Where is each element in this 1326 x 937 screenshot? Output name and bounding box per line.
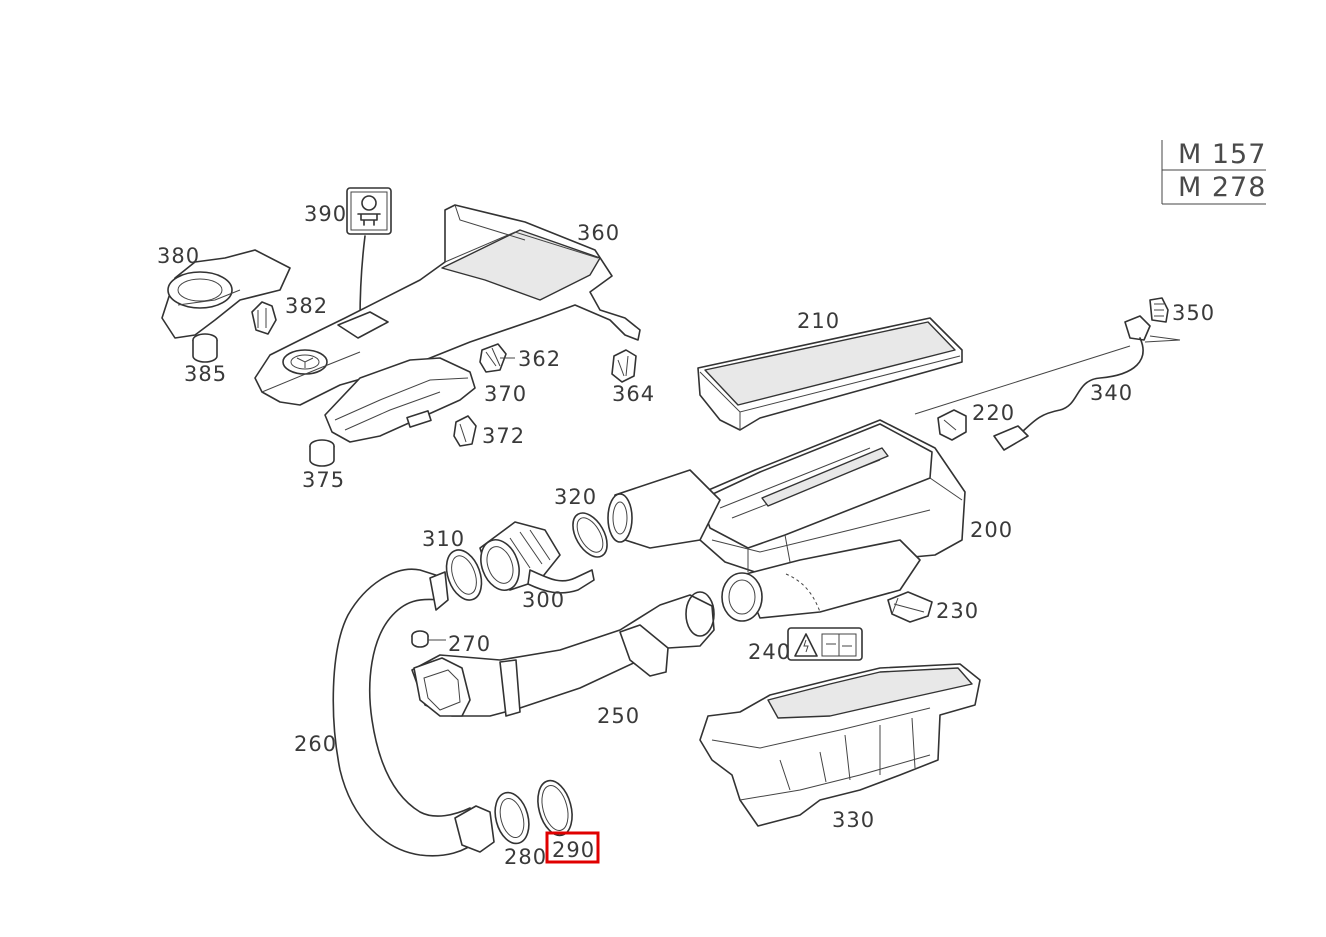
label-220[interactable]: 220: [972, 401, 1015, 425]
label-360[interactable]: 360: [577, 221, 620, 245]
part-362-clip[interactable]: [479, 343, 515, 373]
part-210-air-filter[interactable]: [697, 317, 963, 431]
label-240[interactable]: 240: [748, 640, 791, 664]
label-362[interactable]: 362: [518, 347, 561, 371]
label-385[interactable]: 385: [184, 362, 227, 386]
label-210[interactable]: 210: [797, 309, 840, 333]
label-372[interactable]: 372: [482, 424, 525, 448]
part-270-screw[interactable]: [411, 630, 446, 648]
part-360-engine-cover[interactable]: [254, 204, 641, 406]
part-330-lower-cover[interactable]: [699, 663, 981, 827]
label-310[interactable]: 310: [422, 527, 465, 551]
part-382-clip[interactable]: [251, 301, 277, 335]
label-270[interactable]: 270: [448, 632, 491, 656]
part-260-air-hose[interactable]: [332, 568, 495, 857]
label-200[interactable]: 200: [970, 518, 1013, 542]
part-370-intake-cover[interactable]: [324, 357, 476, 443]
label-364[interactable]: 364: [612, 382, 655, 406]
part-372-clip[interactable]: [453, 415, 477, 447]
label-390[interactable]: 390: [304, 202, 347, 226]
model-line-1: M 157: [1178, 139, 1266, 170]
label-250[interactable]: 250: [597, 704, 640, 728]
part-labels: 390 360 380 382 385 362 370 364 372 375 …: [157, 202, 1215, 869]
label-290[interactable]: 290: [552, 838, 595, 862]
part-250-intake-duct[interactable]: [411, 591, 715, 717]
highlight-box-290: [545, 831, 600, 864]
label-340[interactable]: 340: [1090, 381, 1133, 405]
label-260[interactable]: 260: [294, 732, 337, 756]
label-280[interactable]: 280: [504, 845, 547, 869]
part-385-grommet[interactable]: [192, 333, 218, 363]
part-220-sensor[interactable]: [937, 409, 967, 441]
model-box: M 157 M 278: [1161, 139, 1266, 205]
label-382[interactable]: 382: [285, 294, 328, 318]
part-375-grommet[interactable]: [309, 439, 335, 467]
label-230[interactable]: 230: [936, 599, 979, 623]
part-340-wiring-harness[interactable]: [914, 315, 1181, 451]
label-320[interactable]: 320: [554, 485, 597, 509]
part-364-clip[interactable]: [611, 349, 637, 383]
label-350[interactable]: 350: [1172, 301, 1215, 325]
part-310-hose-clamp[interactable]: [440, 545, 488, 605]
part-240-warning-sticker[interactable]: [787, 627, 863, 661]
part-350-connector[interactable]: [1149, 297, 1169, 323]
label-300[interactable]: 300: [522, 588, 565, 612]
label-330[interactable]: 330: [832, 808, 875, 832]
label-370[interactable]: 370: [484, 382, 527, 406]
model-line-2: M 278: [1178, 172, 1266, 203]
part-230-bracket[interactable]: [887, 591, 933, 623]
label-380[interactable]: 380: [157, 244, 200, 268]
part-320-hose-clamp[interactable]: [566, 507, 614, 563]
part-280-sleeve[interactable]: [490, 789, 534, 848]
part-380-trim-cover[interactable]: [161, 249, 291, 339]
part-300-bellows-coupling[interactable]: [474, 521, 595, 596]
part-290-hose-clamp[interactable]: [532, 777, 577, 839]
label-375[interactable]: 375: [302, 468, 345, 492]
part-200-filter-housing[interactable]: [607, 419, 966, 622]
